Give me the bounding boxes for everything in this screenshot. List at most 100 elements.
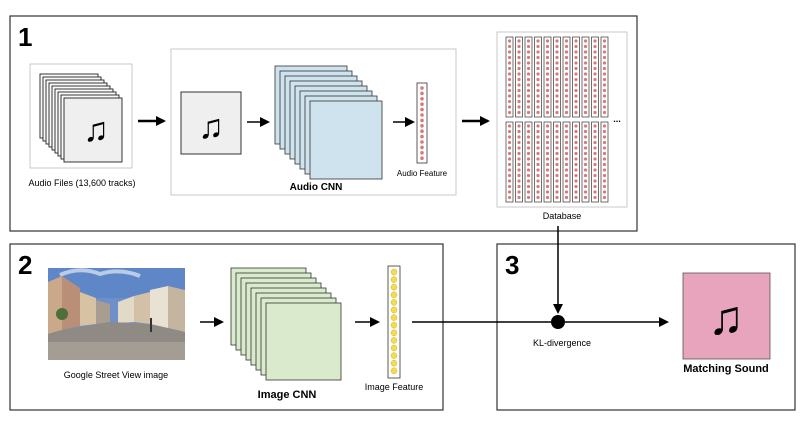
database-feature-dot xyxy=(574,44,578,49)
database-feature-dot xyxy=(517,39,521,43)
database-feature-dot xyxy=(545,162,550,167)
database-feature-dot xyxy=(602,55,607,60)
database-feature-column xyxy=(581,36,590,118)
database-feature-dot xyxy=(517,66,521,71)
database-feature-dot xyxy=(593,162,597,167)
database-feature-dot xyxy=(507,55,512,60)
database-feature-dot xyxy=(555,77,559,82)
database-feature-dot xyxy=(545,94,550,98)
image-feature-dot xyxy=(390,329,398,336)
database-feature-dot xyxy=(593,173,597,178)
database-feature-dot xyxy=(602,146,607,150)
database-feature-dot xyxy=(517,179,521,183)
database-feature-dot xyxy=(574,50,578,54)
database-feature-dot xyxy=(555,151,559,156)
database-feature-dot xyxy=(536,129,540,134)
database-feature-dot xyxy=(564,61,569,65)
database-feature-dot xyxy=(583,77,588,82)
audio-cnn-box: ♫ Audio Feature Audio CNN xyxy=(170,48,457,196)
database-feature-dot xyxy=(536,55,540,60)
database-feature-dot xyxy=(602,72,607,76)
database-feature-dot xyxy=(517,72,521,76)
database-feature-dot xyxy=(545,66,550,71)
audio-cnn-layers xyxy=(274,65,383,180)
database-feature-dot xyxy=(602,190,607,194)
database-feature-dot xyxy=(583,66,588,71)
database-feature-dot xyxy=(593,146,597,150)
database-feature-dot xyxy=(583,195,588,200)
database-feature-dot xyxy=(555,195,559,200)
database-feature-dot xyxy=(555,129,559,134)
database-feature-dot xyxy=(574,94,578,98)
image-feature-label: Image Feature xyxy=(365,382,424,392)
database-feature-dot xyxy=(564,146,569,150)
database-feature-dot xyxy=(574,55,578,60)
database-feature-dot xyxy=(564,173,569,178)
database-feature-dot xyxy=(602,50,607,54)
image-cnn-layers xyxy=(230,267,342,381)
database-feature-dot xyxy=(555,146,559,150)
audio-feature-dot xyxy=(420,140,424,144)
panel-2: 2 Google Street View image Image CNN xyxy=(9,243,444,411)
image-feature-dot xyxy=(390,291,398,298)
database-feature-dot xyxy=(602,77,607,82)
database-feature-dot xyxy=(526,135,531,139)
street-view-image xyxy=(48,268,185,360)
database-feature-dot xyxy=(545,173,550,178)
database-feature-column xyxy=(572,121,580,203)
database-feature-dot xyxy=(583,94,588,98)
database-feature-dot xyxy=(574,88,578,93)
database-feature-dot xyxy=(507,146,512,150)
database-feature-dot xyxy=(564,110,569,115)
database-feature-dot xyxy=(545,50,550,54)
database-feature-dot xyxy=(574,146,578,150)
database-feature-dot xyxy=(564,50,569,54)
database-feature-dot xyxy=(517,124,521,128)
database-feature-column xyxy=(553,36,561,118)
audio-feature-dot xyxy=(420,156,424,160)
database-feature-dot xyxy=(545,190,550,194)
database-feature-dot xyxy=(564,168,569,172)
database-feature-dot xyxy=(555,124,559,128)
database: ... Database xyxy=(496,31,628,221)
database-feature-dot xyxy=(602,94,607,98)
image-feature-dot xyxy=(390,306,398,314)
image-feature-dot xyxy=(390,367,398,374)
database-feature-dot xyxy=(564,129,569,134)
audio-feature-vector xyxy=(416,82,428,164)
database-feature-dot xyxy=(526,39,531,43)
database-feature-dot xyxy=(574,190,578,194)
database-feature-dot xyxy=(526,50,531,54)
database-feature-dot xyxy=(593,105,597,109)
database-feature-dot xyxy=(574,195,578,200)
database-feature-dot xyxy=(526,44,531,49)
database-feature-dot xyxy=(602,105,607,109)
database-feature-dot xyxy=(593,83,597,87)
database-feature-dot xyxy=(545,140,550,145)
database-feature-dot xyxy=(574,173,578,178)
database-feature-dot xyxy=(602,83,607,87)
database-feature-dot xyxy=(517,44,521,49)
audio-cnn-label: Audio CNN xyxy=(290,182,343,193)
database-feature-dot xyxy=(574,184,578,189)
database-feature-dot xyxy=(574,66,578,71)
image-feature-dot xyxy=(390,337,398,344)
database-feature-dot xyxy=(555,157,559,161)
database-feature-column xyxy=(515,121,523,203)
database-feature-dot xyxy=(517,173,521,178)
database-feature-dot xyxy=(545,77,550,82)
database-feature-dot xyxy=(526,83,531,87)
database-feature-dot xyxy=(536,173,540,178)
database-feature-dot xyxy=(545,146,550,150)
music-note-icon: ♫ xyxy=(198,108,224,146)
database-feature-dot xyxy=(602,88,607,93)
database-feature-dot xyxy=(593,110,597,115)
database-feature-dot xyxy=(545,129,550,134)
database-feature-dot xyxy=(602,179,607,183)
database-feature-column xyxy=(591,36,599,118)
database-feature-dot xyxy=(536,110,540,115)
database-feature-dot xyxy=(517,88,521,93)
image-feature-dot xyxy=(390,352,398,359)
database-feature-dot xyxy=(545,110,550,115)
database-feature-dot xyxy=(583,157,588,161)
